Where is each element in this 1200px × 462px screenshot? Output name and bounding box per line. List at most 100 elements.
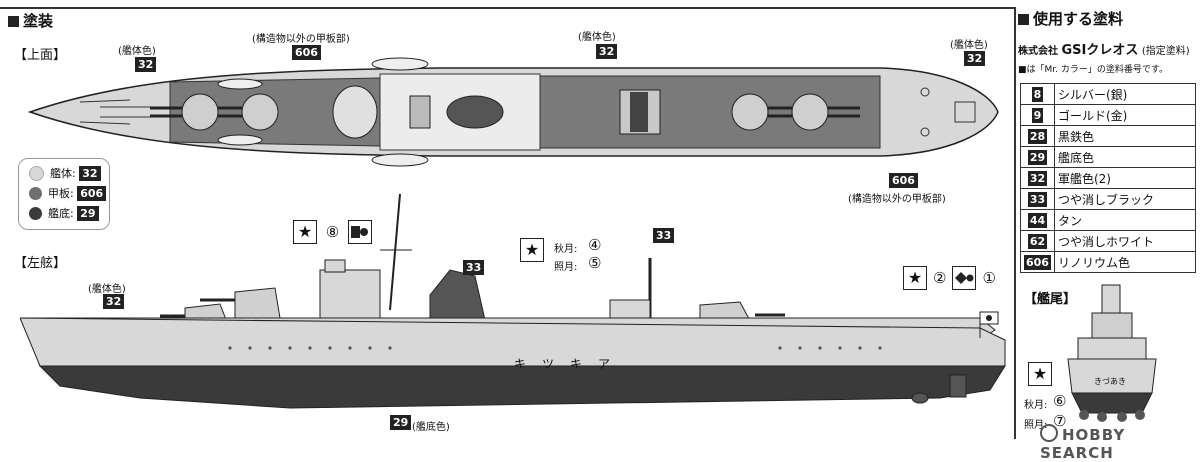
teruzuki-number: ⑤ [588, 254, 602, 272]
legend-label: 艦体: [50, 167, 76, 180]
paint-row: 9 ゴールド(金) [1020, 104, 1197, 126]
stern-name-text: きづあき [1094, 377, 1126, 386]
deck-swatch [29, 186, 42, 200]
paint-code: 32 [1027, 171, 1048, 186]
paint-name: シルバー(銀) [1053, 83, 1197, 105]
stern-teruzuki-label: 照月: [1024, 420, 1048, 431]
top-callout-hull-stern: (艦体色) [950, 40, 988, 51]
hobby-search-watermark: HOBBY SEARCH [1040, 424, 1126, 462]
side-callout-black-1: 33 [463, 260, 485, 275]
ship-side-view [20, 193, 1006, 409]
top-callout-hull-bow: (艦体色) [118, 46, 156, 57]
paint-name: リノリウム色 [1053, 251, 1197, 273]
color-legend: 艦体: 32 甲板: 606 艦底: 29 [18, 158, 110, 230]
paint-code-cell: 28 [1020, 125, 1055, 147]
side-callout-hull-code: 32 [103, 294, 125, 309]
paint-list: 使用する塗料 株式会社 GSIクレオス (指定塗料) ■は「Mr. カラー」の塗… [1018, 8, 1198, 273]
ship-top-view [27, 57, 999, 167]
paint-code-cell: 44 [1020, 209, 1055, 231]
top-callout-deck-code: 606 [292, 45, 321, 60]
paint-row: 44 タン [1020, 209, 1197, 231]
paint-row: 33 つや消しブラック [1020, 188, 1197, 210]
paint-code-cell: 32 [1020, 167, 1055, 189]
top-callout-hull-mid: (艦体色) [578, 32, 616, 43]
star-decal-icon: ★ [293, 220, 317, 244]
paint-name: 黒鉄色 [1053, 125, 1197, 147]
legend-code: 32 [79, 165, 101, 181]
paint-note: ■は「Mr. カラー」の塗料番号です。 [1018, 65, 1168, 75]
paint-code: 9 [1031, 108, 1044, 123]
stern-view-label: 【艦尾】 [1024, 292, 1077, 307]
top-callout-deck: (構造物以外の甲板部) [252, 34, 350, 45]
paint-code-cell: 29 [1020, 146, 1055, 168]
paint-row: 28 黒鉄色 [1020, 125, 1197, 147]
top-callout-deck2: (構造物以外の甲板部) [848, 194, 946, 205]
paint-name: 艦底色 [1053, 146, 1197, 168]
legend-code: 29 [77, 205, 99, 221]
paint-row: 32 軍艦色(2) [1020, 167, 1197, 189]
marker-circle: ② [933, 269, 947, 287]
signal-flag-icon [952, 266, 977, 290]
paint-name: つや消しブラック [1053, 188, 1197, 210]
paint-code-cell: 9 [1020, 104, 1055, 126]
paint-name: タン [1053, 209, 1197, 231]
star-decal-icon: ★ [520, 238, 544, 262]
frame-top-line [0, 7, 1016, 9]
paint-name: 軍艦色(2) [1053, 167, 1197, 189]
star-decal-icon: ★ [903, 266, 927, 290]
paint-code: 33 [1027, 192, 1048, 207]
top-callout-deck2-code: 606 [889, 173, 918, 188]
paint-code-cell: 606 [1020, 251, 1055, 273]
ship-stern-view [1067, 284, 1157, 422]
top-callout-hull-bow-code: 32 [135, 57, 157, 72]
marker-circle: ⑧ [325, 222, 340, 241]
marker-group-left: ★ ⑧ [293, 220, 372, 244]
side-callout-bottom-code: 29 [390, 415, 412, 430]
paint-list-title: 使用する塗料 [1018, 8, 1198, 29]
side-callout-hull: (艦体色) [88, 284, 126, 295]
legend-row-hull: 艦体: 32 [19, 163, 109, 183]
paint-code-cell: 8 [1020, 83, 1055, 105]
paint-code: 29 [1027, 150, 1048, 165]
legend-row-bottom: 艦底: 29 [19, 203, 109, 223]
legend-code: 606 [77, 185, 107, 201]
side-view-label: 【左舷】 [14, 256, 67, 271]
paint-row: 62 つや消しホワイト [1020, 230, 1197, 252]
stern-akizuki-label: 秋月: [1024, 400, 1048, 411]
section-title: 塗装 [4, 10, 58, 31]
top-callout-hull-mid-code: 32 [596, 44, 618, 59]
paint-name: ゴールド(金) [1053, 104, 1197, 126]
paint-code: 8 [1031, 87, 1044, 102]
paint-code: 62 [1027, 234, 1048, 249]
paint-row: 29 艦底色 [1020, 146, 1197, 168]
stern-teruzuki-number: ⑦ [1053, 412, 1067, 430]
paint-row: 8 シルバー(銀) [1020, 83, 1197, 105]
signal-flag-icon [348, 220, 372, 244]
paint-name: つや消しホワイト [1053, 230, 1197, 252]
legend-label: 甲板: [48, 187, 74, 200]
bottom-swatch [29, 206, 42, 220]
paint-code: 44 [1027, 213, 1048, 228]
akizuki-label: 秋月: [554, 244, 578, 255]
side-callout-bottom: (艦底色) [412, 422, 450, 433]
top-callout-hull-stern-code: 32 [964, 51, 986, 66]
hull-swatch [29, 165, 44, 181]
legend-row-deck: 甲板: 606 [19, 183, 109, 203]
hull-name-text: キ ツ キ ア [514, 357, 613, 371]
paint-maker: 株式会社 GSIクレオス (指定塗料) [1018, 43, 1190, 58]
paint-table: 8 シルバー(銀) 9 ゴールド(金) 28 黒鉄色 29 艦底色 32 軍艦色(2) 33 つや消し… [1020, 83, 1197, 273]
top-view-label: 【上面】 [14, 48, 67, 63]
paint-code: 606 [1024, 255, 1051, 270]
star-decal-icon: ★ [1028, 362, 1052, 386]
frame-divider [1014, 7, 1016, 439]
akizuki-number: ④ [588, 236, 602, 254]
side-callout-black-2: 33 [653, 228, 675, 243]
paint-code-cell: 33 [1020, 188, 1055, 210]
stern-akizuki-number: ⑥ [1053, 392, 1067, 410]
teruzuki-label: 照月: [554, 262, 578, 273]
paint-code-cell: 62 [1020, 230, 1055, 252]
paint-code: 28 [1027, 129, 1048, 144]
marker-circle: ① [982, 269, 996, 287]
marker-group-right: ★ ② ① [903, 266, 996, 290]
